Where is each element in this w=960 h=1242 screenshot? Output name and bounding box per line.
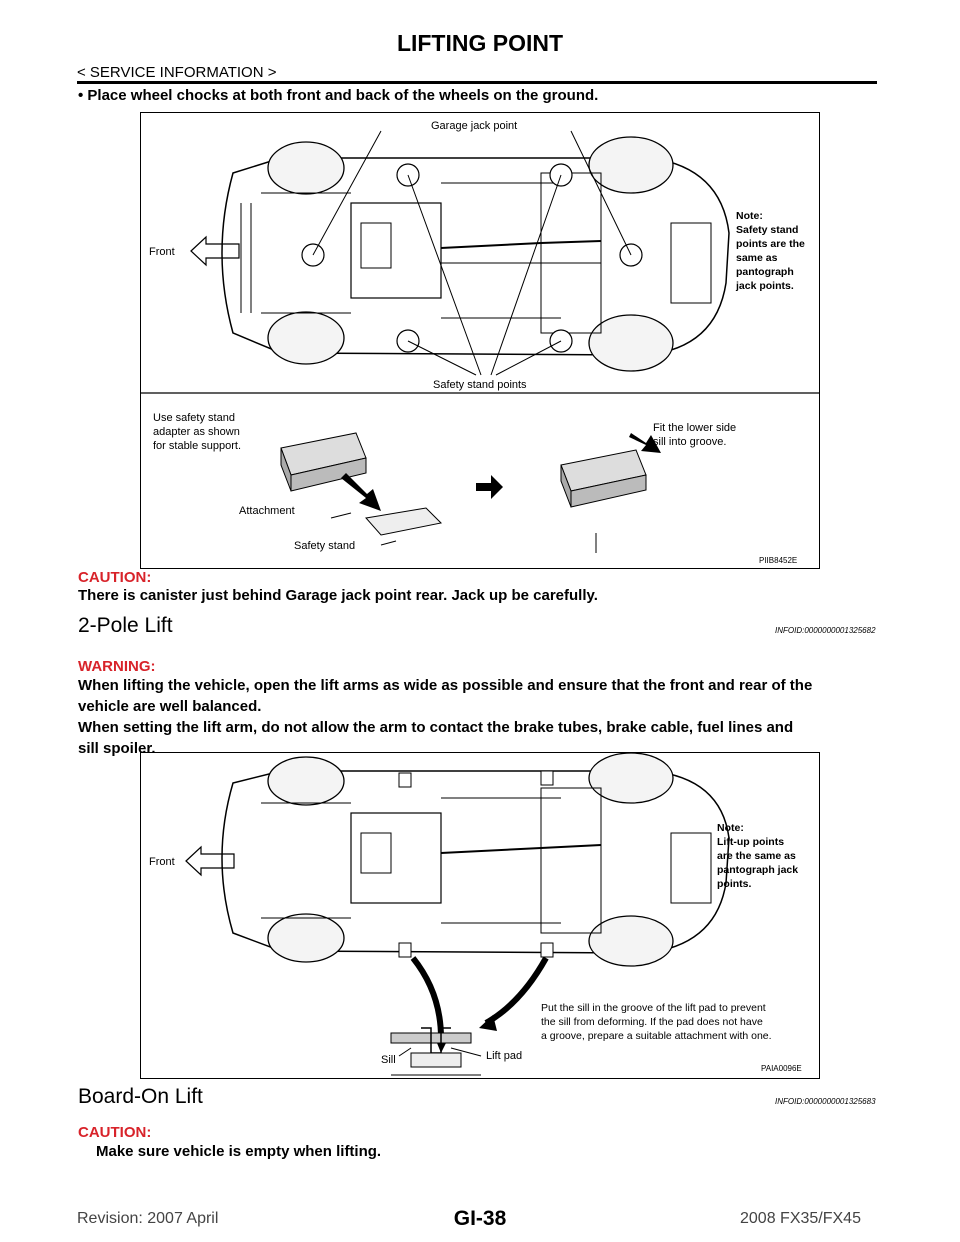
note-line: points are the: [736, 238, 805, 250]
caution-heading: CAUTION:: [78, 1124, 152, 1141]
caution-text: There is canister just behind Garage jac…: [78, 587, 598, 604]
curved-arrow-icon: [410, 956, 444, 1039]
lift-pad-label: Lift pad: [486, 1050, 522, 1062]
section-breadcrumb: < SERVICE INFORMATION >: [77, 64, 277, 81]
warning-line: When lifting the vehicle, open the lift …: [78, 677, 813, 694]
note-line: Lift-up points: [717, 836, 784, 848]
section-title-board: Board-On Lift: [78, 1085, 203, 1108]
use-line: Use safety stand: [153, 412, 235, 424]
header-divider: [77, 81, 877, 84]
note-line: Safety stand: [736, 224, 798, 236]
use-line: for stable support.: [153, 440, 241, 452]
note-line: pantograph jack: [717, 864, 798, 876]
safety-stand-diagram: Garage jack point Front Note: Safety sta…: [141, 120, 819, 565]
warning-line: sill spoiler.: [78, 740, 156, 757]
front-label: Front: [149, 246, 175, 258]
right-arrow-icon: [476, 475, 503, 499]
section-title-2pole: 2-Pole Lift: [78, 614, 173, 637]
fit-line: Fit the lower side: [653, 422, 736, 434]
curved-arrow-icon: [484, 956, 549, 1026]
groove-arrow-icon: [629, 433, 661, 453]
safety-stand-figure: Garage jack point Front Note: Safety sta…: [140, 112, 820, 569]
caution-text: Make sure vehicle is empty when lifting.: [96, 1143, 382, 1160]
warning-heading: WARNING:: [78, 658, 156, 675]
warning-line: When setting the lift arm, do not allow …: [78, 719, 794, 736]
down-arrow-icon: [341, 473, 381, 511]
figure-code: PIIB8452E: [759, 556, 797, 565]
put-line: a groove, prepare a suitable attachment …: [541, 1030, 772, 1042]
put-line: the sill from deforming. If the pad does…: [541, 1016, 763, 1028]
front-label: Front: [149, 856, 175, 868]
warning-line: vehicle are well balanced.: [78, 698, 262, 715]
safety-points-label: Safety stand points: [433, 379, 527, 391]
front-arrow-icon: [185, 845, 235, 877]
footer-page-number: GI-38: [453, 1207, 507, 1230]
infoid-2pole: INFOID:0000000001325682: [775, 626, 876, 635]
lift-point-diagram: Front Note: Lift-up points are the same …: [149, 752, 802, 1076]
infoid-board: INFOID:0000000001325683: [775, 1097, 876, 1106]
page-title: LIFTING POINT: [396, 30, 564, 56]
lift-pad-icon: [390, 1027, 481, 1076]
note-line: are the same as: [717, 850, 796, 862]
note-line: Note:: [736, 210, 763, 222]
footer-revision: Revision: 2007 April: [77, 1210, 219, 1227]
sill-label: Sill: [381, 1054, 396, 1066]
adapter-block-fitted-icon: [560, 449, 647, 553]
put-line: Put the sill in the groove of the lift p…: [541, 1002, 766, 1014]
note-line: pantograph: [736, 266, 794, 278]
garage-jack-label: Garage jack point: [431, 120, 517, 132]
fit-line: sill into groove.: [653, 436, 726, 448]
note-line: jack points.: [735, 280, 794, 292]
adapter-block-icon: [280, 432, 367, 492]
caution-heading: CAUTION:: [78, 569, 152, 586]
figure-code: PAIA0096E: [761, 1064, 802, 1073]
footer-model: 2008 FX35/FX45: [740, 1210, 861, 1227]
safety-stand-label: Safety stand: [294, 540, 355, 552]
lift-point-figure: Front Note: Lift-up points are the same …: [140, 752, 820, 1079]
safety-stand-icon: [365, 507, 443, 536]
front-arrow-icon: [190, 235, 240, 267]
note-line: points.: [717, 878, 751, 890]
note-line: same as: [736, 252, 778, 264]
attachment-label: Attachment: [239, 505, 295, 517]
intro-bullet: • Place wheel chocks at both front and b…: [78, 87, 599, 104]
note-line: Note:: [717, 822, 744, 834]
use-line: adapter as shown: [153, 426, 240, 438]
